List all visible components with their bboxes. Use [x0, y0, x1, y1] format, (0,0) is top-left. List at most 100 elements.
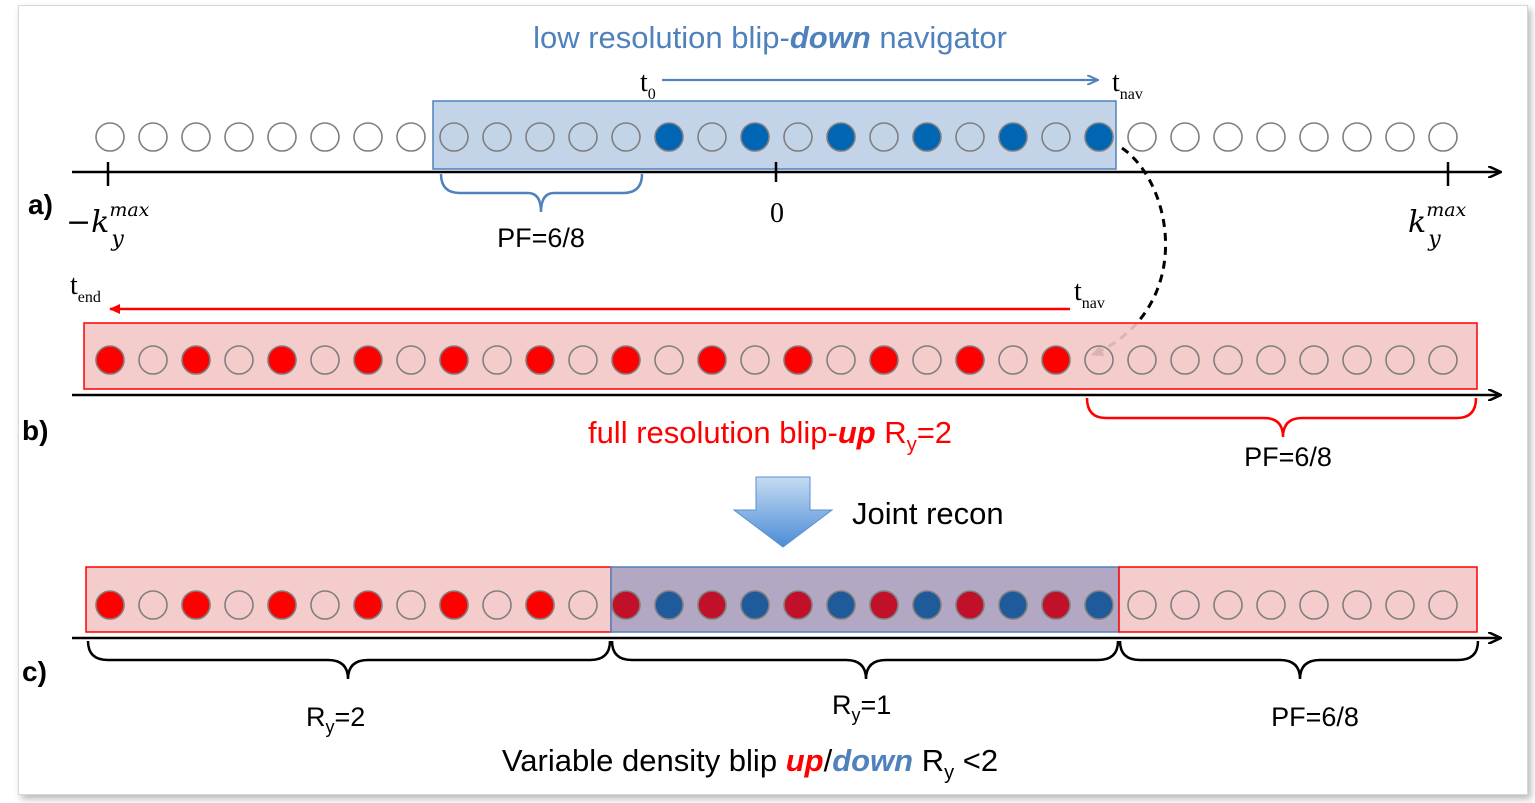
red-sample — [181, 590, 211, 620]
red-sample — [697, 345, 727, 375]
empty-sample — [138, 590, 168, 620]
dark-red-sample — [611, 590, 641, 620]
empty-sample — [1342, 590, 1372, 620]
empty-sample — [1170, 345, 1200, 375]
empty-sample — [1256, 345, 1286, 375]
dark-blue-sample — [740, 590, 770, 620]
empty-sample — [95, 122, 125, 152]
empty-sample — [740, 345, 770, 375]
empty-sample — [224, 345, 254, 375]
pf-label-a: PF=6/8 — [497, 223, 585, 253]
zero-label: 0 — [770, 198, 784, 229]
empty-sample — [1256, 122, 1286, 152]
pf-label-b: PF=6/8 — [1244, 442, 1332, 472]
red-sample — [267, 345, 297, 375]
empty-sample — [1127, 122, 1157, 152]
blue-sample — [998, 122, 1028, 152]
empty-sample — [396, 345, 426, 375]
red-sample — [439, 345, 469, 375]
row-c-samples — [95, 590, 1458, 620]
pf-region-box — [1118, 566, 1478, 633]
empty-sample — [1213, 345, 1243, 375]
dark-red-sample — [697, 590, 727, 620]
joint-recon-label: Joint recon — [852, 496, 1004, 531]
empty-sample — [1428, 590, 1458, 620]
empty-sample — [654, 345, 684, 375]
dark-blue-sample — [998, 590, 1028, 620]
empty-sample — [482, 590, 512, 620]
dark-blue-sample — [1084, 590, 1114, 620]
title-a-suffix: navigator — [871, 20, 1007, 55]
red-sample — [95, 345, 125, 375]
empty-sample — [783, 122, 813, 152]
empty-sample — [1342, 345, 1372, 375]
row-a-samples — [95, 122, 1458, 152]
empty-sample — [1170, 122, 1200, 152]
red-sample — [95, 590, 125, 620]
red-sample — [439, 590, 469, 620]
red-sample — [869, 345, 899, 375]
empty-sample — [697, 122, 727, 152]
dark-red-sample — [1041, 590, 1071, 620]
empty-sample — [1342, 122, 1372, 152]
row-b-samples — [95, 345, 1458, 375]
empty-sample — [1299, 590, 1329, 620]
red-sample — [611, 345, 641, 375]
pf-brace-c — [1118, 640, 1480, 680]
ry1-region-box — [610, 566, 1120, 633]
dark-blue-sample — [912, 590, 942, 620]
empty-sample — [568, 590, 598, 620]
red-sample — [783, 345, 813, 375]
empty-sample — [310, 345, 340, 375]
ry1-label: Ry=1 — [832, 690, 891, 725]
empty-sample — [1256, 590, 1286, 620]
empty-sample — [396, 122, 426, 152]
empty-sample — [1385, 122, 1415, 152]
dark-red-sample — [783, 590, 813, 620]
empty-sample — [310, 122, 340, 152]
dark-blue-sample — [654, 590, 684, 620]
bottom-title: Variable density blip up/down Ry <2 — [502, 743, 998, 784]
full-res-box — [83, 322, 1478, 390]
blue-sample — [1084, 122, 1114, 152]
empty-sample — [224, 122, 254, 152]
empty-sample — [611, 122, 641, 152]
empty-sample — [1213, 590, 1243, 620]
empty-sample — [482, 345, 512, 375]
empty-sample — [1299, 122, 1329, 152]
red-sample — [267, 590, 297, 620]
tend-label: tend — [70, 270, 101, 306]
red-sample — [353, 345, 383, 375]
title-b: full resolution blip-up Ry=2 — [588, 415, 952, 456]
red-sample — [525, 590, 555, 620]
empty-sample — [396, 590, 426, 620]
t0-label: t0 — [640, 67, 656, 103]
panel-label-a: a) — [28, 189, 53, 220]
empty-sample — [1428, 122, 1458, 152]
empty-sample — [568, 122, 598, 152]
panel-label-b: b) — [22, 415, 48, 446]
blue-sample — [912, 122, 942, 152]
ry1-brace — [610, 640, 1120, 680]
title-a: low resolution blip-down navigator — [533, 20, 1007, 55]
empty-sample — [1170, 590, 1200, 620]
red-sample — [353, 590, 383, 620]
empty-sample — [353, 122, 383, 152]
empty-sample — [138, 122, 168, 152]
ry2-label: Ry=2 — [306, 702, 365, 737]
empty-sample — [224, 590, 254, 620]
red-sample — [955, 345, 985, 375]
empty-sample — [1299, 345, 1329, 375]
red-sample — [525, 345, 555, 375]
title-a-prefix: low resolution blip- — [533, 20, 790, 55]
tnav-label-a: tnav — [1112, 67, 1143, 103]
ry2-region-box — [85, 566, 612, 633]
empty-sample — [869, 122, 899, 152]
empty-sample — [1127, 345, 1157, 375]
empty-sample — [482, 122, 512, 152]
empty-sample — [439, 122, 469, 152]
empty-sample — [310, 590, 340, 620]
empty-sample — [1385, 345, 1415, 375]
empty-sample — [1213, 122, 1243, 152]
